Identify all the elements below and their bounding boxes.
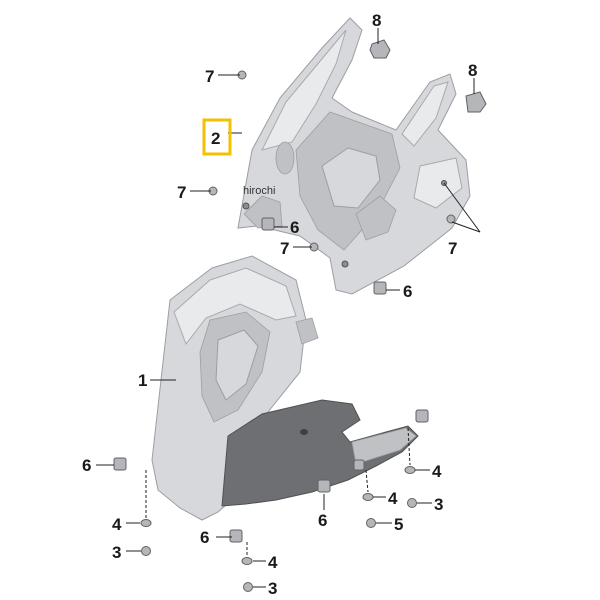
part-1-lower-fairing [151,255,319,521]
callout-6-upper-left: 6 [290,218,299,237]
washer-4-right [404,466,416,474]
callout-3-right: 3 [434,495,443,514]
washer-4-center [362,493,374,501]
washer-4-bottom [241,557,253,565]
clip-6-upper-right [373,281,387,295]
nut-8-top [369,39,391,59]
callout-4-bottom: 4 [268,553,278,572]
nut-8-right [465,91,487,113]
leader-lines [96,28,481,588]
screw-3-right [407,498,417,508]
callout-1: 1 [138,371,147,390]
callout-5: 5 [394,515,403,534]
screw-7-right [446,214,456,224]
watermark: hirochi [243,185,275,197]
callout-6-bottom: 6 [200,528,209,547]
callout-6-upper-right: 6 [403,282,412,301]
callout-8-right: 8 [468,61,477,80]
screw-hole-middle [341,260,349,268]
clip-6-left [113,457,127,471]
callout-7-left: 7 [177,183,186,202]
callout-6-center: 6 [318,511,327,530]
callout-2: 2 [211,129,220,148]
callout-2-highlight [202,118,232,156]
callout-4-left: 4 [112,515,122,534]
callout-3-left: 3 [112,543,121,562]
screw-3-bottom [243,582,253,592]
callout-7-upper-left: 7 [205,67,214,86]
callout-4-right: 4 [432,462,442,481]
callout-7-middle: 7 [280,239,289,258]
callout-labels: 8 8 7 7 7 7 2 6 6 1 6 6 6 4 3 4 3 4 5 4 … [82,11,477,598]
clip-6-center [317,479,331,493]
plate-hole [300,429,308,435]
callout-4-center: 4 [388,489,398,508]
callout-8-top: 8 [372,11,381,30]
clip-plate-left [353,459,365,471]
hardware [113,39,487,592]
skid-plate [221,399,419,507]
part-2-upper-panel [237,17,471,295]
screw-hole-left [242,202,250,210]
callout-3-bottom: 3 [268,579,277,598]
callout-6-left: 6 [82,456,91,475]
screw-5 [366,518,376,528]
callout-7-right: 7 [448,239,457,258]
washer-4-left [140,519,152,527]
screw-3-left [141,546,151,556]
clip-6-plate-right [415,409,429,423]
clip-6-upper-left [261,217,275,231]
clip-6-bottom [229,529,243,543]
